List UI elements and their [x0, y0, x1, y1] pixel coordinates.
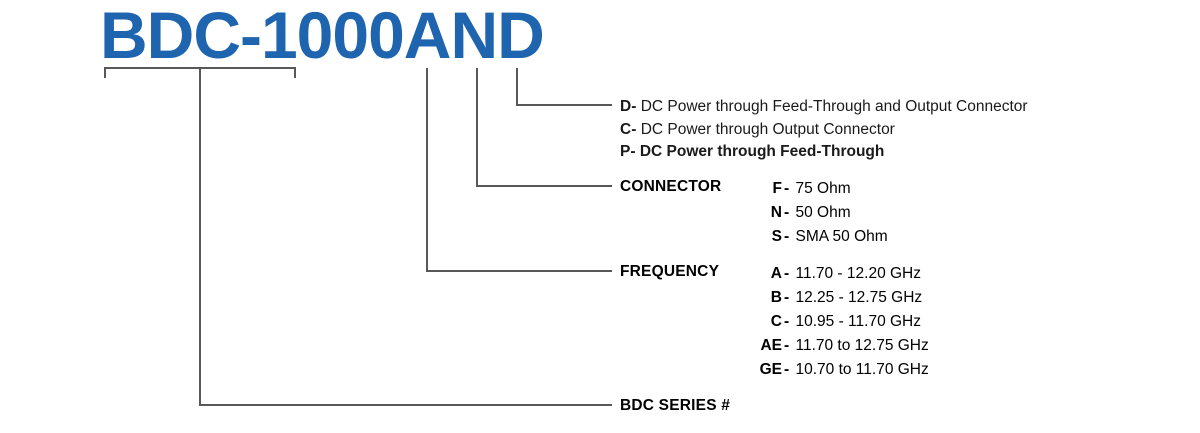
frequency-dash-a: - [784, 265, 790, 282]
connector-leader [476, 68, 612, 187]
dc-power-code-d: D [620, 98, 632, 115]
dc-power-desc-c: DC Power through Output Connector [640, 120, 895, 138]
frequency-desc-b: 12.25 - 12.75 GHz [795, 289, 923, 306]
connector-dash-s: - [784, 228, 790, 245]
frequency-heading: FREQUENCY [620, 263, 720, 280]
connector-desc-n: 50 Ohm [795, 204, 851, 221]
connector-dash-n: - [784, 204, 790, 221]
dc-power-dash-d: - [631, 98, 637, 115]
connector-option-s: S- SMA 50 Ohm [752, 225, 888, 249]
frequency-code-c: C [770, 313, 782, 330]
dc-power-options: D- DC Power through Feed-Through and Out… [620, 96, 1028, 164]
connector-desc-s: SMA 50 Ohm [795, 228, 888, 245]
connector-dash-f: - [784, 180, 790, 197]
frequency-options: A- 11.70 - 12.20 GHz B- 12.25 - 12.75 GH… [752, 262, 929, 382]
frequency-option-ge: GE- 10.70 to 11.70 GHz [752, 358, 929, 382]
connector-code-s: S [771, 228, 782, 245]
connector-heading: CONNECTOR [620, 178, 722, 195]
connector-option-n: N- 50 Ohm [752, 201, 888, 225]
frequency-option-c: C- 10.95 - 11.70 GHz [752, 310, 929, 334]
frequency-code-ae: AE [760, 337, 782, 354]
dc-power-leader [516, 68, 612, 106]
frequency-option-a: A- 11.70 - 12.20 GHz [752, 262, 929, 286]
frequency-code-b: B [770, 289, 782, 306]
frequency-leader [426, 68, 612, 272]
frequency-desc-ge: 10.70 to 11.70 GHz [795, 361, 929, 378]
dc-power-code-c: C [620, 120, 632, 138]
connector-code-n: N [770, 204, 782, 221]
dc-power-code-p: P [620, 143, 631, 160]
series-heading: BDC SERIES # [620, 397, 731, 414]
connector-desc-f: 75 Ohm [795, 180, 851, 197]
connector-code-f: F [772, 180, 782, 197]
frequency-code-a: A [770, 265, 782, 282]
dc-power-desc-d: DC Power through Feed-Through and Output… [640, 98, 1028, 115]
frequency-dash-ge: - [784, 361, 790, 378]
dc-power-desc-p: DC Power through Feed-Through [639, 143, 885, 160]
frequency-option-ae: AE- 11.70 to 12.75 GHz [752, 334, 929, 358]
dc-power-dash-p: - [630, 143, 636, 160]
frequency-desc-c: 10.95 - 11.70 GHz [795, 313, 921, 330]
connector-option-f: F- 75 Ohm [752, 177, 888, 201]
frequency-option-b: B- 12.25 - 12.75 GHz [752, 286, 929, 310]
dc-power-option-p: P- DC Power through Feed-Through [620, 141, 1028, 164]
series-leader [199, 68, 612, 406]
frequency-desc-a: 11.70 - 12.20 GHz [795, 265, 921, 282]
frequency-dash-ae: - [784, 337, 790, 354]
frequency-desc-ae: 11.70 to 12.75 GHz [795, 337, 929, 354]
frequency-dash-c: - [784, 313, 790, 330]
dc-power-dash-c: - [631, 120, 637, 138]
page-title: BDC-1000AND [100, 0, 545, 72]
dc-power-option-d: D- DC Power through Feed-Through and Out… [620, 96, 1028, 119]
dc-power-option-c: C- DC Power through Output Connector [620, 119, 1028, 142]
connector-options: F- 75 Ohm N- 50 Ohm S- SMA 50 Ohm [752, 177, 888, 249]
frequency-dash-b: - [784, 289, 790, 306]
frequency-code-ge: GE [759, 361, 782, 378]
